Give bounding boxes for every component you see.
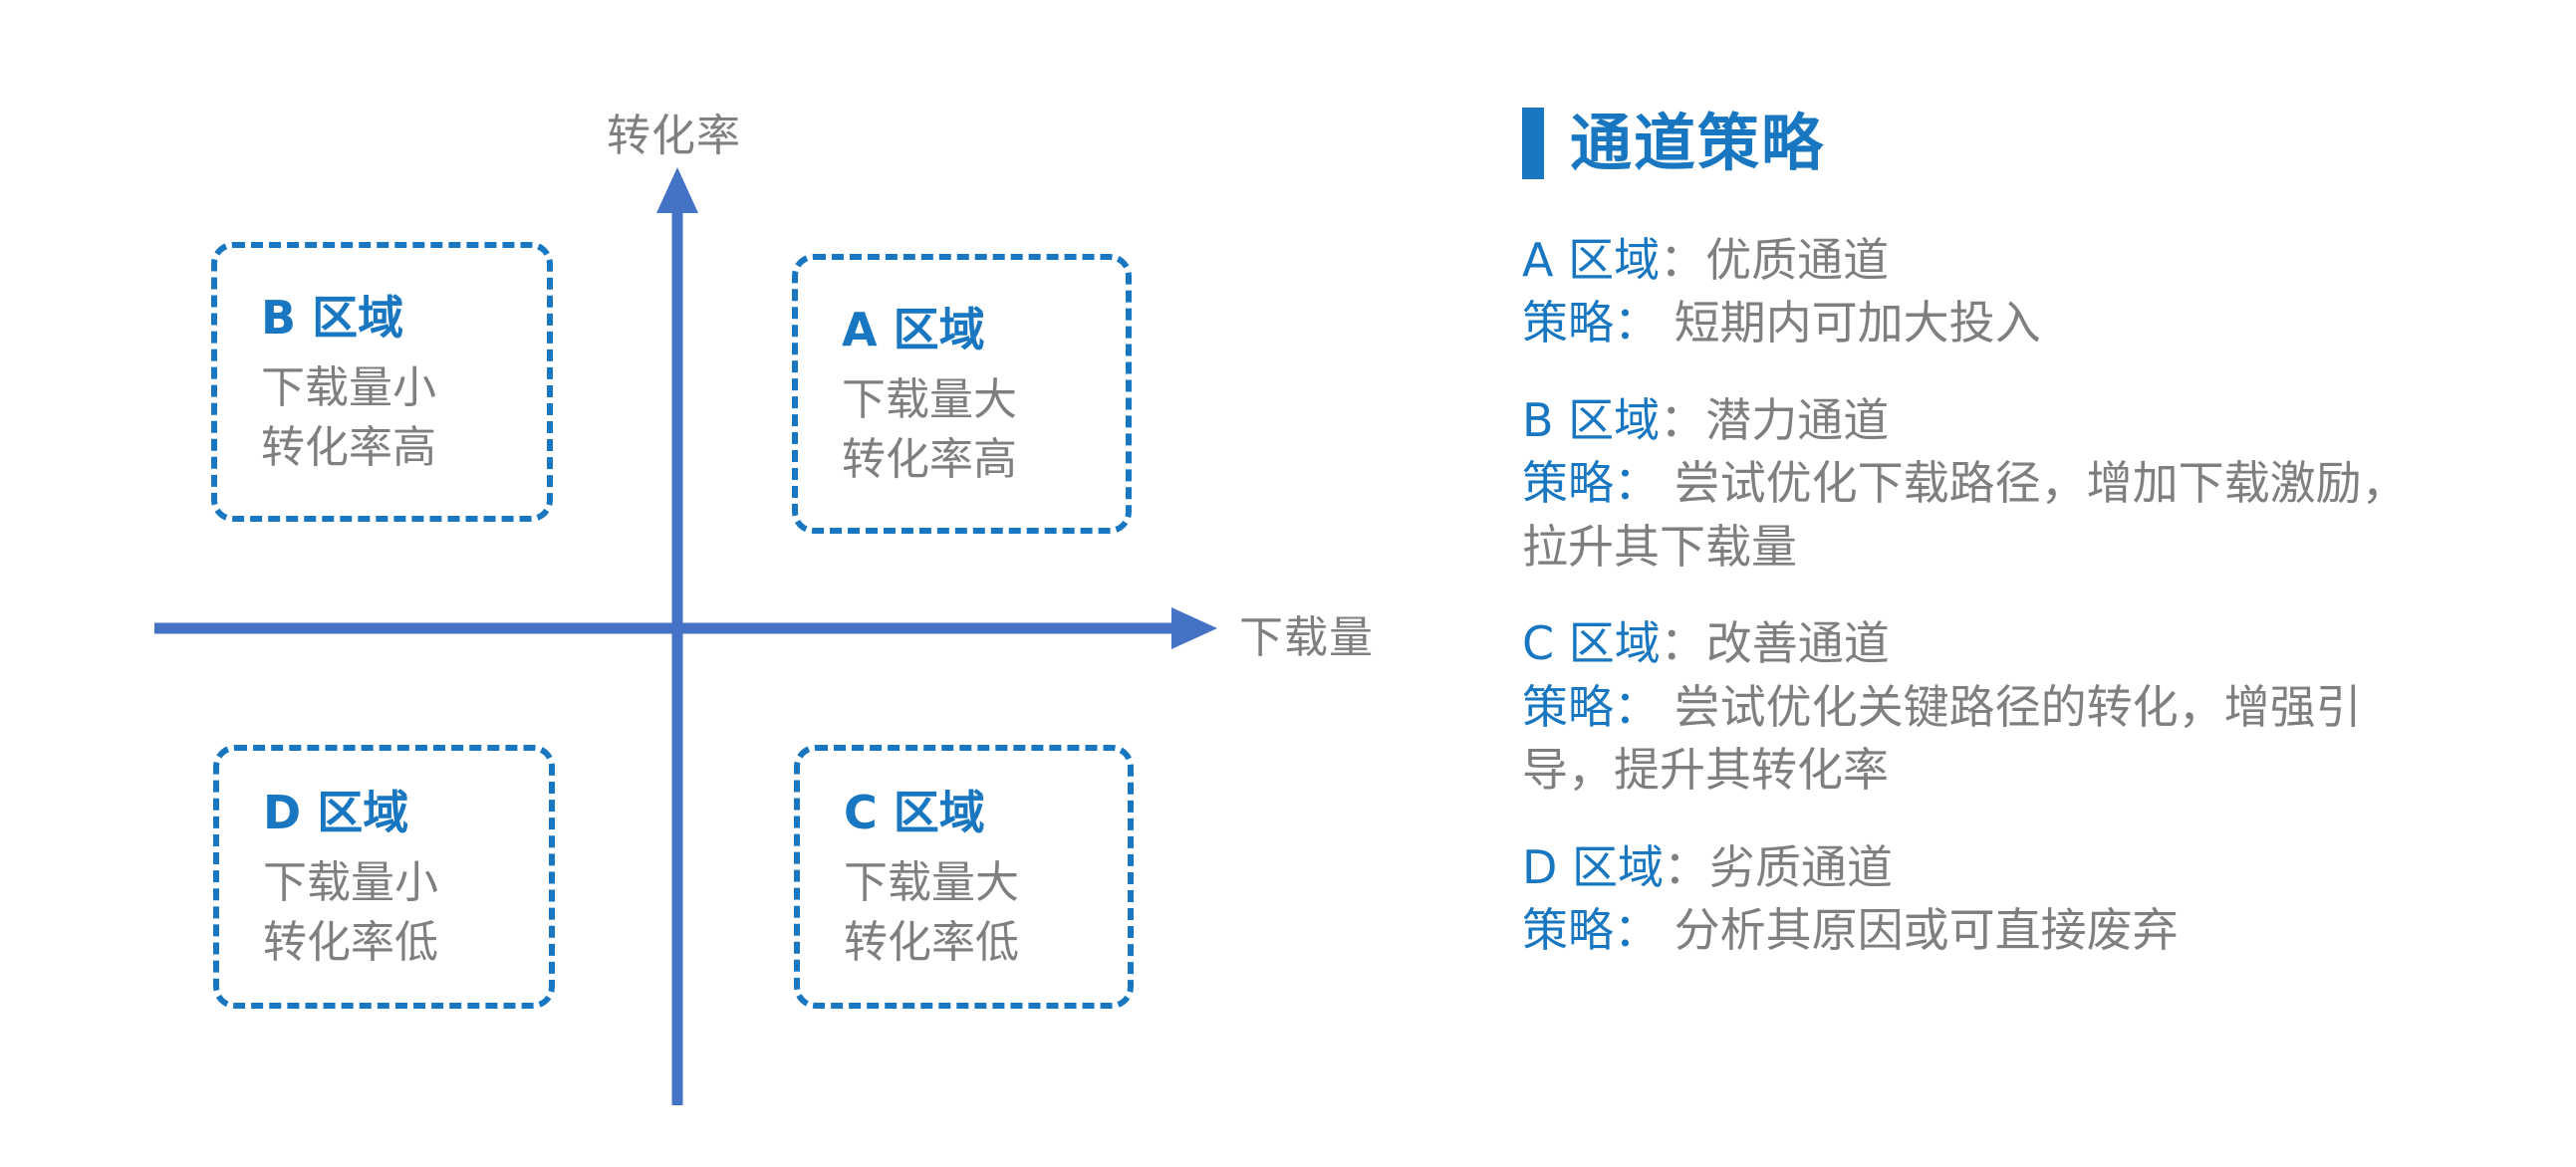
zone-line-a: A 区域：优质通道	[1522, 229, 2439, 292]
quadrant-line2-c: 转化率低	[844, 917, 1019, 969]
y-axis-label: 转化率	[607, 111, 741, 161]
quadrant-axes	[154, 167, 1217, 1105]
y-axis-arrowhead	[656, 167, 698, 213]
panel-title: 通道策略	[1570, 107, 1826, 179]
zone-rest-d: ：劣质通道	[1664, 839, 1894, 894]
quadrant-line2-a: 转化率高	[842, 434, 1017, 486]
quadrant-line1-b: 下载量小	[261, 362, 436, 414]
strategy-line-a: 策略： 短期内可加大投入	[1522, 292, 2439, 354]
x-axis-arrowhead	[1171, 607, 1217, 649]
strategy-block-a: A 区域：优质通道 策略： 短期内可加大投入	[1522, 229, 2518, 355]
quadrant-box-b[interactable]: B 区域 下载量小 转化率高	[211, 242, 553, 522]
panel-header: 通道策略	[1522, 92, 2518, 195]
quadrant-line2-b: 转化率高	[261, 422, 436, 474]
x-axis-label: 下载量	[1239, 612, 1374, 663]
quadrant-title-a: A 区域	[842, 303, 985, 357]
strategy-line-b: 策略： 尝试优化下载路径，增加下载激励，拉升其下载量	[1522, 452, 2439, 579]
strategy-key-a: 策略：	[1522, 296, 1660, 350]
quadrant-title-b: B 区域	[261, 291, 404, 346]
strategy-rest-a: 短期内可加大投入	[1660, 296, 2041, 350]
strategy-panel: 通道策略 A 区域：优质通道 策略： 短期内可加大投入 B 区域：潜力通道 策略…	[1522, 92, 2518, 963]
strategy-key-d: 策略：	[1522, 903, 1660, 958]
zone-key-a: A 区域	[1522, 233, 1661, 287]
quadrant-line1-a: 下载量大	[842, 374, 1017, 426]
zone-rest-a: ：优质通道	[1660, 233, 1890, 287]
quadrant-box-d[interactable]: D 区域 下载量小 转化率低	[213, 745, 555, 1009]
zone-line-b: B 区域：潜力通道	[1522, 389, 2439, 452]
quadrant-line1-d: 下载量小	[263, 857, 438, 909]
strategy-key-c: 策略：	[1522, 679, 1660, 734]
strategy-rest-b: 尝试优化下载路径，增加下载激励，拉升其下载量	[1522, 456, 2408, 574]
zone-key-d: D 区域	[1522, 839, 1665, 894]
strategy-line-c: 策略： 尝试优化关键路径的转化，增强引导，提升其转化率	[1522, 676, 2439, 803]
strategy-line-d: 策略： 分析其原因或可直接废弃	[1522, 899, 2439, 962]
quadrant-title-d: D 区域	[263, 786, 409, 840]
quadrant-title-c: C 区域	[844, 786, 985, 840]
zone-rest-b: ：潜力通道	[1660, 392, 1890, 447]
strategy-key-b: 策略：	[1522, 456, 1660, 511]
zone-line-c: C 区域：改善通道	[1522, 612, 2439, 675]
zone-rest-c: ：改善通道	[1660, 616, 1890, 671]
accent-bar-icon	[1522, 108, 1544, 179]
zone-key-c: C 区域	[1522, 616, 1661, 671]
quadrant-line1-c: 下载量大	[844, 857, 1019, 909]
strategy-block-d: D 区域：劣质通道 策略： 分析其原因或可直接废弃	[1522, 836, 2518, 963]
quadrant-line2-d: 转化率低	[263, 917, 438, 969]
strategy-block-c: C 区域：改善通道 策略： 尝试优化关键路径的转化，增强引导，提升其转化率	[1522, 612, 2518, 802]
quadrant-box-c[interactable]: C 区域 下载量大 转化率低	[794, 745, 1134, 1009]
quadrant-box-a[interactable]: A 区域 下载量大 转化率高	[792, 254, 1132, 534]
zone-key-b: B 区域	[1522, 392, 1661, 447]
zone-line-d: D 区域：劣质通道	[1522, 836, 2439, 899]
strategy-block-b: B 区域：潜力通道 策略： 尝试优化下载路径，增加下载激励，拉升其下载量	[1522, 389, 2518, 579]
strategy-rest-d: 分析其原因或可直接废弃	[1660, 903, 2179, 958]
strategy-rest-c: 尝试优化关键路径的转化，增强引导，提升其转化率	[1522, 679, 2362, 798]
